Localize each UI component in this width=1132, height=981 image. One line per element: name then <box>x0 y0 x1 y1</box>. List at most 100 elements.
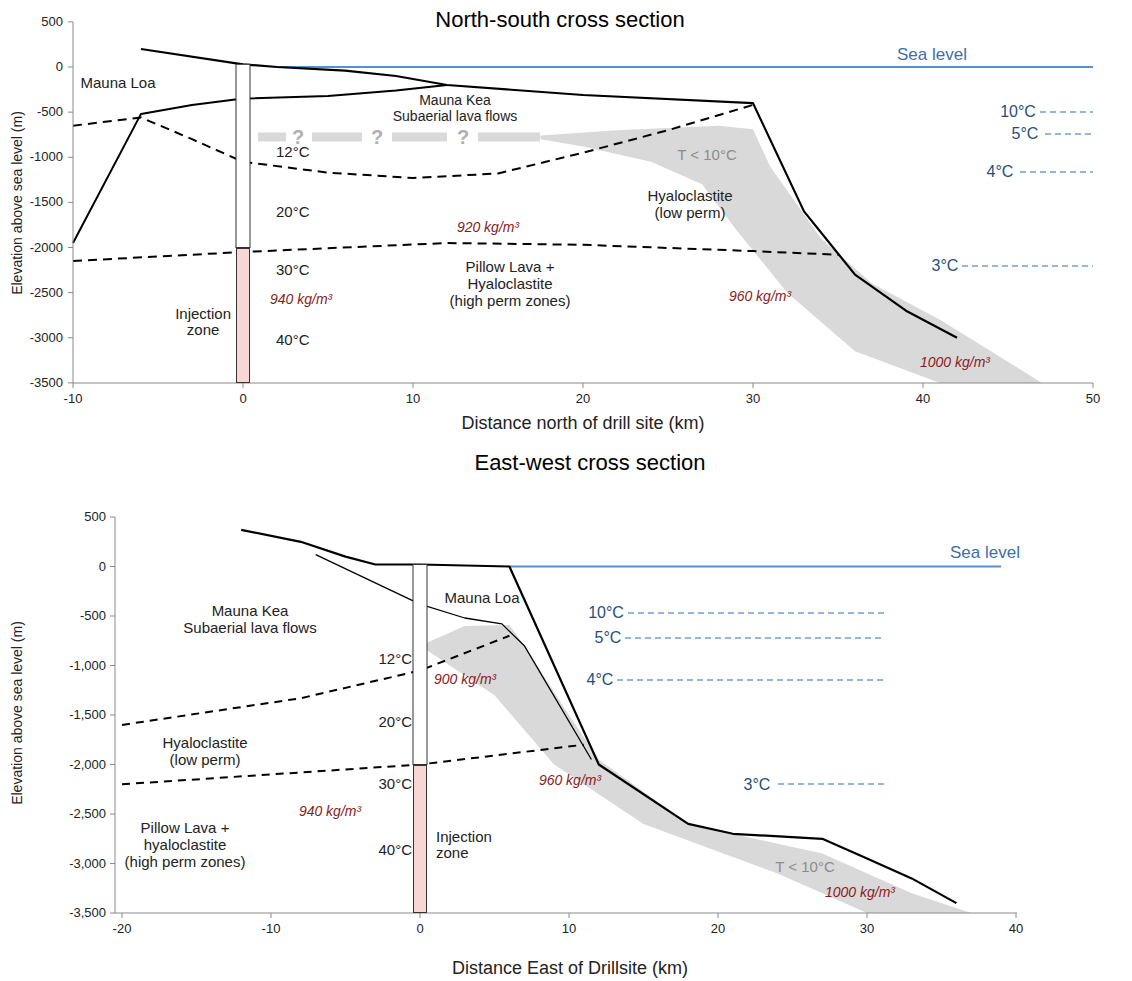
section-label: -2,500 <box>69 807 106 822</box>
tick-mark <box>110 764 115 765</box>
section-label: 10°C <box>588 604 624 622</box>
section-label: -500 <box>80 609 106 624</box>
zone-label: Injection zone <box>436 829 492 863</box>
tick-mark <box>110 863 115 864</box>
tick-mark <box>68 247 73 248</box>
section-label: ? <box>371 126 383 148</box>
section-label: 12°C <box>276 144 310 161</box>
injection-zone: Injection zone <box>236 248 250 384</box>
ground-surface <box>141 49 957 338</box>
section-label: 0 <box>239 392 246 407</box>
tick-mark <box>68 21 73 22</box>
section-label: Mauna Kea Subaerial lava flows <box>393 93 518 124</box>
section-label: Hyaloclastite (low perm) <box>162 735 247 769</box>
section-label: -10 <box>262 922 281 937</box>
section-label: -3,000 <box>69 856 106 871</box>
tick-mark <box>243 383 244 388</box>
section-label: 30 <box>860 922 874 937</box>
section-label: 0 <box>56 60 63 75</box>
section-label: -2000 <box>30 240 63 255</box>
section-label: 20°C <box>378 714 412 731</box>
tick-mark <box>110 715 115 716</box>
tick-mark <box>68 157 73 158</box>
none-guard <box>73 67 1093 68</box>
section-label: Distance East of Drillsite (km) <box>452 958 688 978</box>
tick-mark <box>110 566 115 567</box>
cold-water-zone <box>541 126 1043 383</box>
section-label: Distance north of drill site (km) <box>461 413 704 433</box>
section-label: 30°C <box>378 776 412 793</box>
section-label: Hyaloclastite (low perm) <box>647 188 732 222</box>
section-label: -1500 <box>30 195 63 210</box>
section-label: 30 <box>746 392 760 407</box>
uncertain-cold-zone <box>392 133 447 142</box>
section-label: 960 kg/m³ <box>729 289 791 305</box>
tick-mark <box>420 913 421 918</box>
cold-water-zone <box>420 625 971 913</box>
section-label: 20°C <box>276 204 310 221</box>
section-label: 500 <box>41 15 63 30</box>
section-label: -20 <box>113 922 132 937</box>
tick-mark <box>583 383 584 388</box>
section-label: 40°C <box>276 332 310 349</box>
tick-mark <box>867 913 868 918</box>
section-label: 0 <box>416 922 423 937</box>
section-label: 4°C <box>987 163 1014 181</box>
tick-mark <box>68 292 73 293</box>
section-label: 12°C <box>378 651 412 668</box>
section-label: 40 <box>1009 922 1023 937</box>
section-label: 900 kg/m³ <box>434 672 496 688</box>
tick-mark <box>73 383 74 388</box>
section-label: -1,000 <box>69 658 106 673</box>
section-label: T < 10°C <box>677 147 737 164</box>
tick-mark <box>718 913 719 918</box>
isotherm-line <box>778 783 885 785</box>
zone-label: Injection zone <box>175 306 231 340</box>
section-label: ? <box>457 126 469 148</box>
section-label: 5°C <box>595 629 622 647</box>
formation-boundary <box>122 636 509 725</box>
tick-mark <box>110 814 115 815</box>
isotherm-line <box>1020 171 1093 173</box>
tick-mark <box>110 913 115 914</box>
section-label: -2,000 <box>69 757 106 772</box>
isotherm-line <box>628 612 885 614</box>
tick-mark <box>68 67 73 68</box>
well-bore <box>236 64 250 247</box>
isotherm-line <box>625 637 885 639</box>
section-label: 940 kg/m³ <box>270 292 332 308</box>
section-label: Mauna Loa <box>444 590 519 607</box>
section-label: 20 <box>576 392 590 407</box>
isotherm-line <box>1045 133 1093 135</box>
section-label: 960 kg/m³ <box>539 773 601 789</box>
section-label: -3000 <box>30 330 63 345</box>
section-label: -3500 <box>30 376 63 391</box>
uncertain-cold-zone <box>258 133 286 142</box>
tick-mark <box>110 665 115 666</box>
formation-boundary <box>73 243 838 261</box>
tick-mark <box>753 383 754 388</box>
section-label: 0 <box>99 559 106 574</box>
section-label: 30°C <box>276 262 310 279</box>
section-label: 10°C <box>1000 103 1036 121</box>
formation-boundary <box>73 105 753 178</box>
section-label: 5°C <box>1012 125 1039 143</box>
section-label: -500 <box>37 105 63 120</box>
section-label: -1000 <box>30 150 63 165</box>
tick-mark <box>68 112 73 113</box>
section-label: -3,500 <box>69 906 106 921</box>
section-label: 3°C <box>932 257 959 275</box>
section-label: Sea level <box>897 45 967 64</box>
section-label: 10 <box>406 392 420 407</box>
well-bore <box>413 565 427 765</box>
section-label: Mauna Kea Subaerial lava flows <box>183 603 316 637</box>
tick-mark <box>122 913 123 918</box>
injection-zone: Injection zone <box>413 765 427 914</box>
section-label: 20 <box>711 922 725 937</box>
tick-mark <box>923 383 924 388</box>
axis-title: Elevation above sea level (m) <box>10 111 26 295</box>
section-label: 4°C <box>587 671 614 689</box>
tick-mark <box>110 616 115 617</box>
section-label: East-west cross section <box>474 451 705 476</box>
section-label: 500 <box>84 510 106 525</box>
